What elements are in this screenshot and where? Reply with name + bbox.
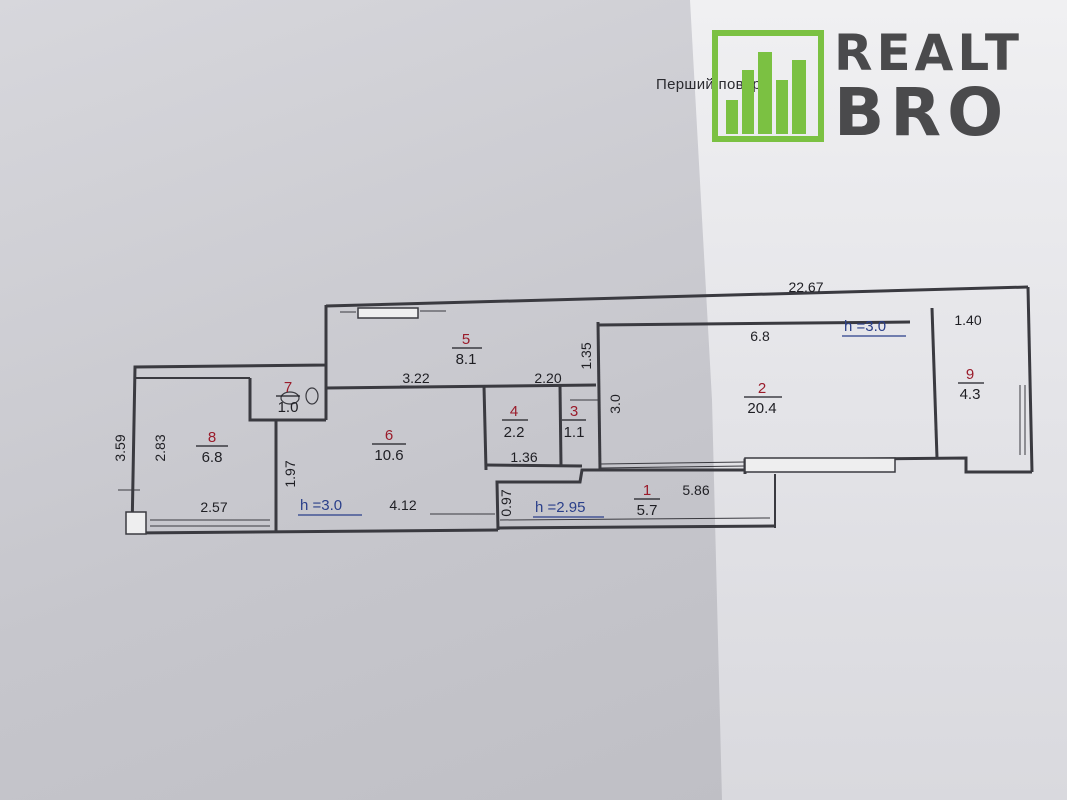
dim-2-83: 2.83 [152,434,168,461]
room-area-9: 4.3 [960,386,981,403]
room-area-3: 1.1 [564,424,585,441]
logo-word-realt: REALT [834,24,1024,82]
room-number-6: 6 [385,427,393,444]
dim-3-0: 3.0 [607,394,623,414]
room-number-5: 5 [462,331,470,348]
height-left: h =3.0 [300,497,342,514]
dimensions: 22.67 6.8 1.40 3.22 2.20 1.36 2.57 4.12 … [112,279,982,517]
inner-walls [135,307,939,533]
room-area-8: 6.8 [202,449,223,466]
realtbro-logo: REALT BRO [712,24,1032,151]
dim-overall-length: 22.67 [788,279,823,295]
fixtures [280,385,936,430]
room-area-6: 10.6 [374,447,403,464]
dim-1-40: 1.40 [954,312,981,328]
room-area-4: 2.2 [504,424,525,441]
ceiling-heights: h =3.0 h =3.0 h =2.95 [298,318,906,518]
room-area-7: 1.0 [278,399,299,416]
room-number-2: 2 [758,380,766,397]
room-area-1: 5.7 [637,502,658,519]
height-corridor: h =2.95 [535,499,585,516]
logo-buildings-icon [712,30,824,142]
windows [125,307,1026,535]
dim-1-36: 1.36 [510,449,537,465]
dim-3-59: 3.59 [112,434,128,461]
dim-1-97: 1.97 [282,460,298,487]
outer-walls [130,285,1034,535]
dim-4-12: 4.12 [389,497,416,513]
room-number-7: 7 [284,379,292,396]
room-numbers: 5 8.1 2 20.4 9 4.3 4 2.2 3 1.1 6 10.6 7 … [196,331,984,519]
dim-3-22: 3.22 [402,370,429,386]
dim-0-97: 0.97 [498,489,514,516]
sink-icon [305,387,319,405]
room-number-8: 8 [208,429,216,446]
room-number-3: 3 [570,403,578,420]
dim-1-35: 1.35 [578,342,594,369]
room-area-2: 20.4 [747,400,776,417]
dim-6-8: 6.8 [750,328,770,344]
toilet-icon [280,391,300,405]
room-number-1: 1 [643,482,651,499]
height-main: h =3.0 [844,318,886,335]
room-number-4: 4 [510,403,518,420]
room-area-5: 8.1 [456,351,477,368]
room-number-9: 9 [966,366,974,383]
dim-2-20: 2.20 [534,370,561,386]
logo-word-bro: BRO [834,74,1010,151]
dim-5-86: 5.86 [682,482,709,498]
dim-2-57: 2.57 [200,499,227,515]
